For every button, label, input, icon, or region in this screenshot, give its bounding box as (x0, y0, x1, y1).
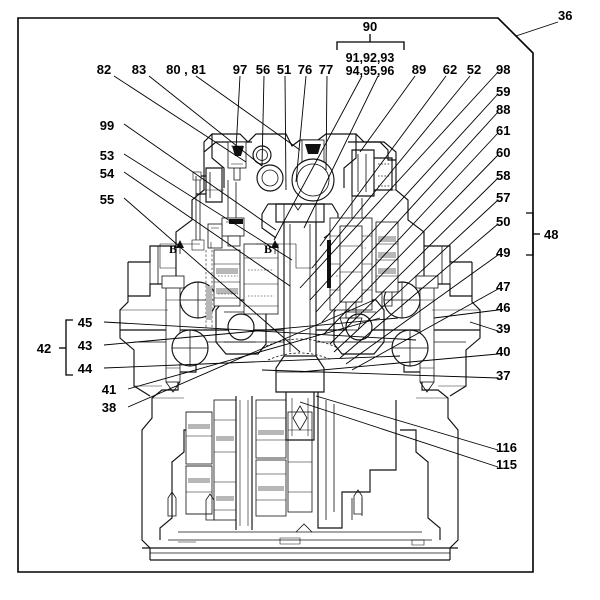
callout-46: 46 (496, 300, 510, 315)
callout-91-92-93: 91,92,93 (346, 51, 395, 65)
upper-left-detail (191, 176, 213, 330)
callout-39: 39 (496, 321, 510, 336)
callout-55: 55 (100, 192, 114, 207)
callout-62: 62 (443, 62, 457, 77)
callout-43: 43 (78, 338, 92, 353)
callout-115: 115 (496, 457, 517, 472)
callout-36: 36 (558, 8, 572, 23)
leader-lines (103, 21, 559, 468)
callout-52: 52 (467, 62, 481, 77)
callout-37: 37 (496, 368, 510, 383)
callout-54: 54 (100, 166, 115, 181)
valve-cluster-left (207, 217, 279, 315)
callout-57: 57 (496, 190, 510, 205)
callout-50: 50 (496, 214, 510, 229)
callout-59: 59 (496, 84, 510, 99)
callout-116: 116 (496, 440, 517, 455)
callout-83: 83 (132, 62, 146, 77)
callout-61: 61 (496, 123, 510, 138)
callout-53: 53 (100, 148, 114, 163)
callout-90: 90 (363, 19, 377, 34)
callout-44: 44 (78, 361, 93, 376)
callout-98: 98 (496, 62, 510, 77)
callout-48: 48 (544, 227, 558, 242)
callout-82: 82 (97, 62, 111, 77)
bracket-48 (526, 212, 540, 256)
callout-89: 89 (412, 62, 426, 77)
callout-99: 99 (100, 118, 114, 133)
callout-80-81: 80 , 81 (166, 62, 206, 77)
callout-41: 41 (102, 382, 116, 397)
gear-stack-right (255, 399, 313, 517)
callout-40: 40 (496, 344, 510, 359)
callout-97: 97 (233, 62, 247, 77)
callout-51: 51 (277, 62, 291, 77)
callout-88: 88 (496, 102, 510, 117)
callout-47: 47 (496, 279, 510, 294)
callout-56: 56 (256, 62, 270, 77)
callout-77: 77 (319, 62, 333, 77)
callout-58: 58 (496, 168, 510, 183)
callout-45: 45 (78, 315, 92, 330)
outer-frame-36 (17, 17, 534, 573)
callout-94-95-96: 94,95,96 (346, 64, 395, 78)
svg-text:B: B (264, 242, 272, 256)
bracket-42 (59, 319, 73, 376)
gear-stack-left (185, 399, 237, 521)
callout-38: 38 (102, 400, 116, 415)
bracket-90 (336, 34, 405, 50)
callout-42: 42 (37, 341, 51, 356)
callout-49: 49 (496, 245, 510, 260)
callout-76: 76 (298, 62, 312, 77)
callout-60: 60 (496, 145, 510, 160)
svg-text:B: B (169, 242, 177, 256)
callout-labels: 82 83 80 , 81 99 53 54 55 97 56 51 76 77… (37, 8, 573, 472)
